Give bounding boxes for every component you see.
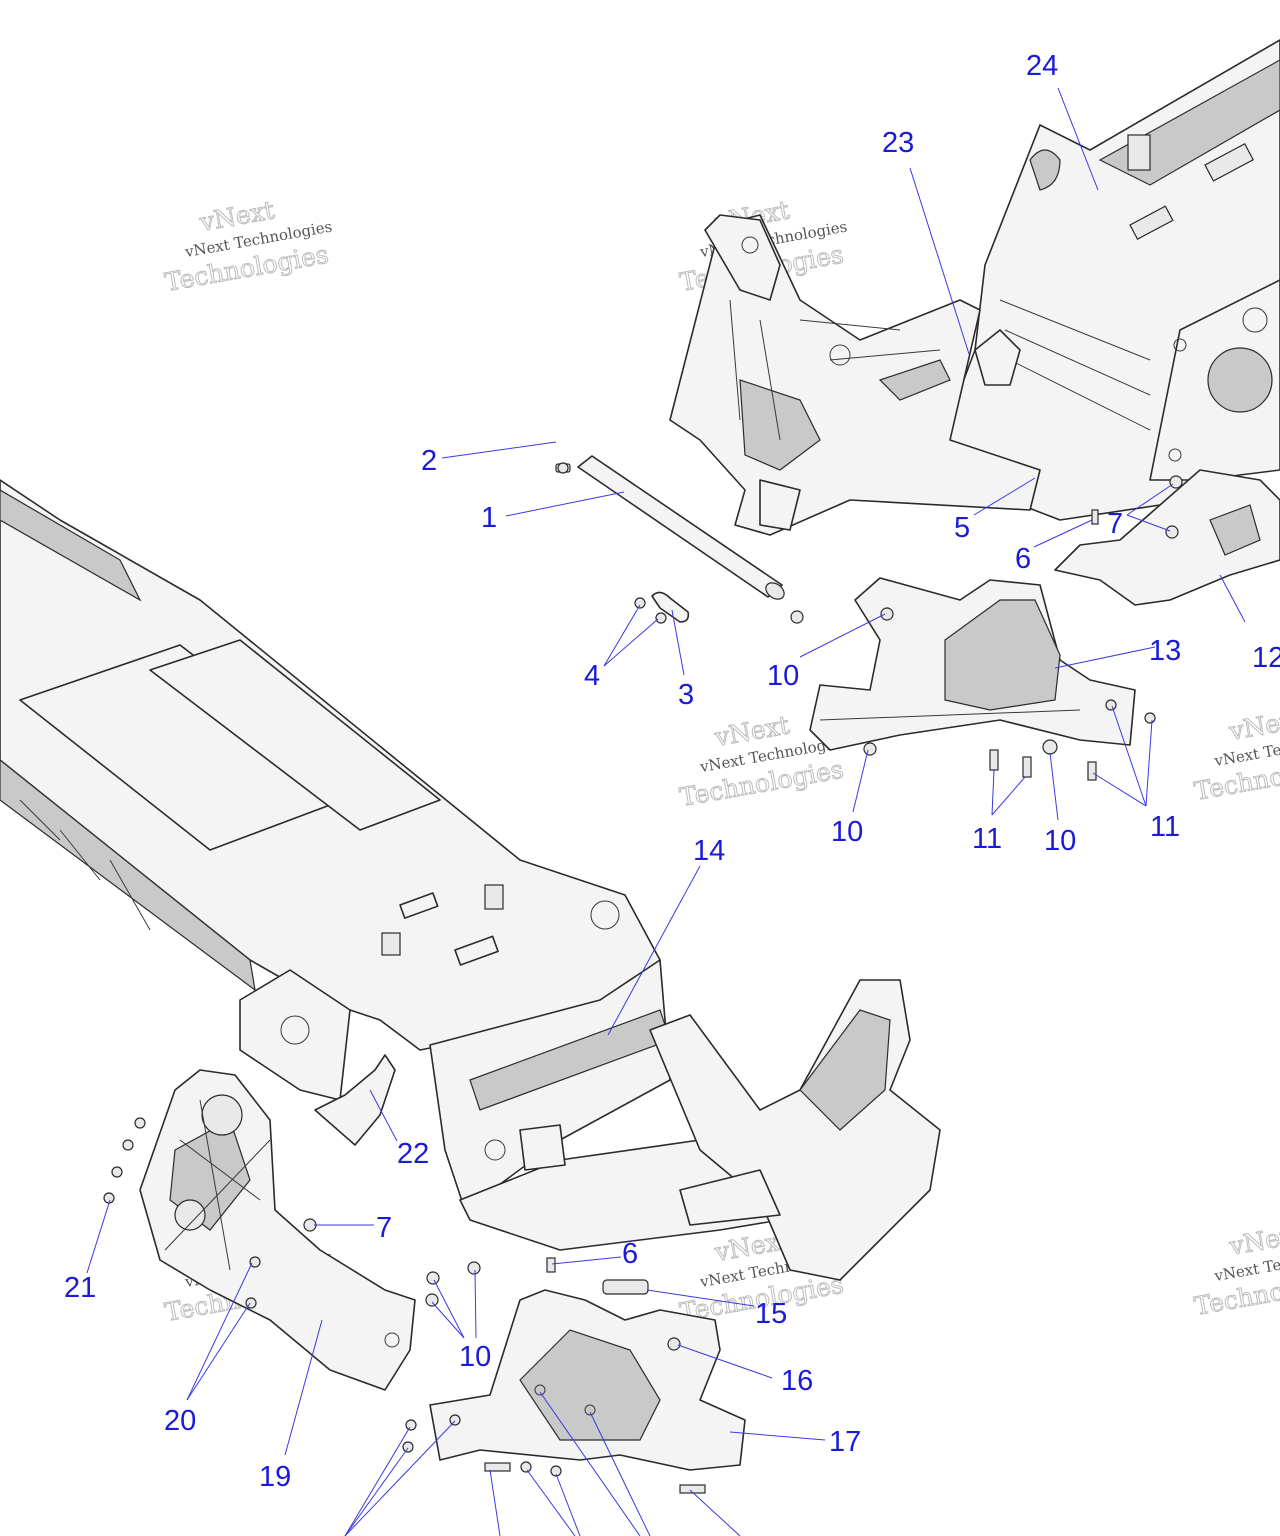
upper-chassis-assembly	[929, 39, 1280, 521]
callout-5: 5	[954, 512, 970, 544]
callout-23: 23	[882, 127, 914, 159]
callout-20: 20	[164, 1405, 196, 1437]
callout-4: 4	[584, 660, 600, 692]
callout-13: 13	[1149, 635, 1181, 667]
callout-6-upper: 6	[1015, 543, 1031, 575]
callout-6-lower: 6	[622, 1238, 638, 1270]
bolt-part-2	[555, 462, 571, 474]
link-part-3	[634, 591, 690, 624]
hardware-group-13	[989, 699, 1156, 781]
callout-21: 21	[64, 1272, 96, 1304]
callout-3: 3	[678, 679, 694, 711]
callout-10-mid-right: 10	[1044, 825, 1076, 857]
tube-part-1	[577, 455, 785, 600]
bulkhead-part-14	[429, 959, 941, 1281]
callout-10-upper: 10	[767, 660, 799, 692]
callout-17: 17	[829, 1426, 861, 1458]
callout-11-left: 11	[972, 823, 1002, 855]
callout-15: 15	[755, 1298, 787, 1330]
callout-10-mid-left: 10	[831, 816, 863, 848]
callout-12: 12	[1252, 642, 1280, 674]
bolt-end-tube	[790, 610, 804, 624]
callout-labels: 24 23 2 1 5 6 7 12 13 4 3 10 10 11 10 11…	[64, 50, 1280, 1493]
callout-7-lower: 7	[376, 1212, 392, 1244]
leader-lines	[86, 87, 1246, 1536]
callout-19: 19	[259, 1461, 291, 1493]
watermark-1: vNext vNext Technologies Technologies	[162, 195, 333, 298]
callout-11-right: 11	[1150, 811, 1180, 843]
watermark-9: vNext vNext Technologies Technologies	[1192, 1219, 1280, 1322]
bracket-part-22	[314, 1054, 396, 1146]
svg-text:vNext: vNext	[1226, 1219, 1280, 1261]
upper-bulkhead	[669, 214, 1041, 536]
bracket-part-12	[1054, 469, 1280, 606]
callout-22: 22	[397, 1138, 429, 1170]
callout-24: 24	[1026, 50, 1058, 82]
callout-16: 16	[781, 1365, 813, 1397]
bracket-part-13	[809, 577, 1136, 756]
watermark-8: vNext vNext Technologies Technologies	[1192, 704, 1280, 807]
svg-text:vNext: vNext	[1226, 704, 1280, 746]
callout-10-lower: 10	[459, 1341, 491, 1373]
tunnel-assembly	[0, 479, 661, 1101]
hardware-group-17	[402, 1257, 706, 1494]
callout-7-upper: 7	[1107, 508, 1123, 540]
callout-14: 14	[693, 835, 725, 867]
callout-1: 1	[481, 502, 497, 534]
plate-part-19	[139, 1069, 416, 1391]
bracket-part-17	[429, 1289, 746, 1471]
callout-2: 2	[421, 445, 437, 477]
